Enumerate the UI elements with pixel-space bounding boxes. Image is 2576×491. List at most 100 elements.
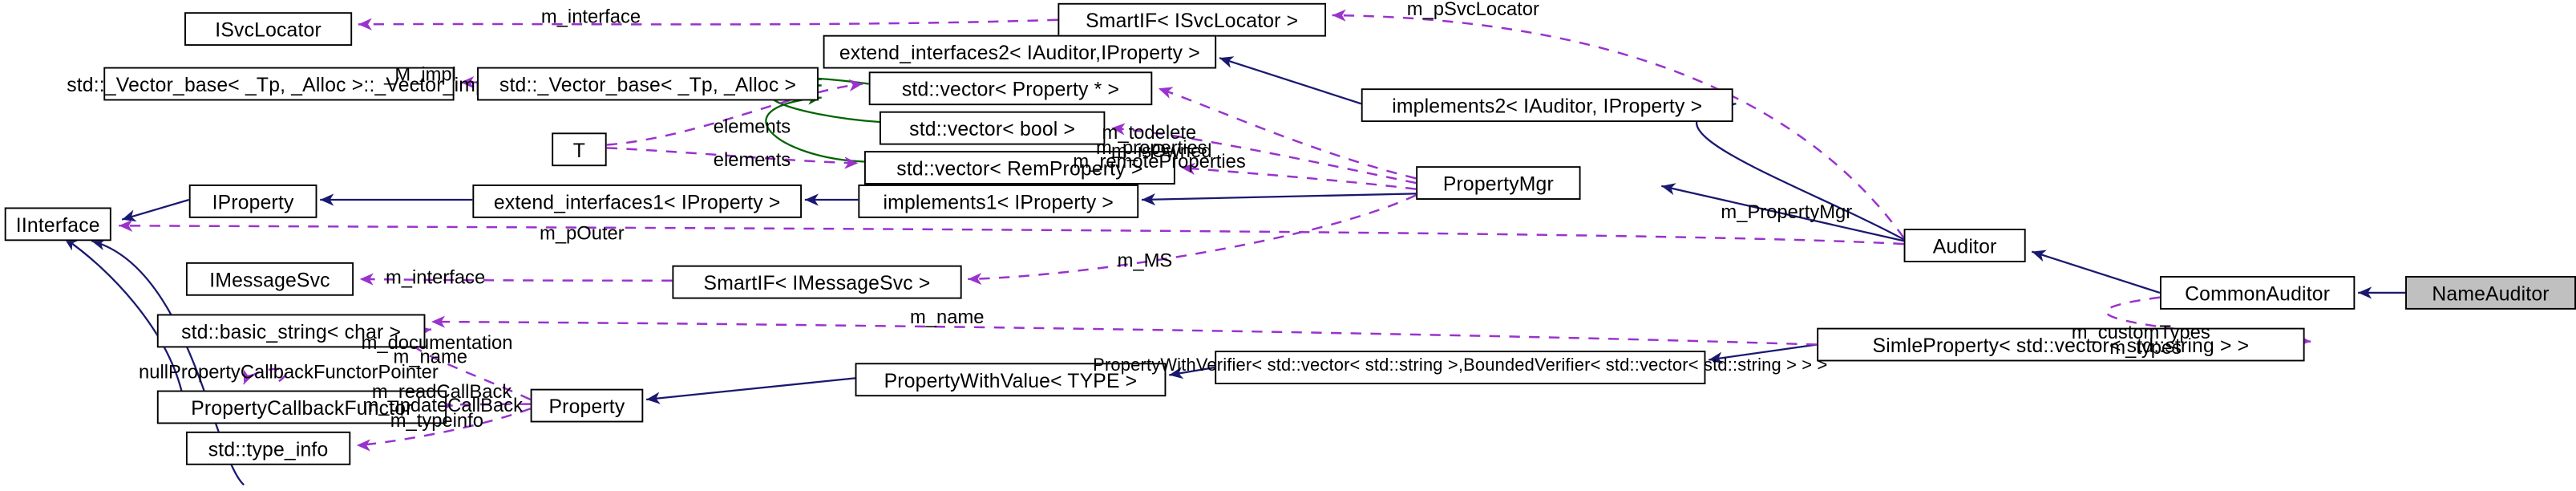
node-label: Property <box>548 394 625 417</box>
node-implements1[interactable]: implements1< IProperty > <box>858 184 1139 218</box>
node-label: PropertyMgr <box>1442 171 1554 195</box>
node-propertywithverifier[interactable]: PropertyWithVerifier< std::vector< std::… <box>1093 351 1827 384</box>
edge-label-m-customtypes: m_customTypes <box>2072 323 2210 343</box>
edge-label-m-name: m_name <box>910 306 985 328</box>
node-label: SmartIF< IMessageSvc > <box>703 270 931 294</box>
node-label: SimleProperty< std::vector< std::string … <box>1872 333 2250 356</box>
node-propertywithvalue[interactable]: PropertyWithValue< TYPE > <box>855 363 1167 397</box>
node-vector-remproperty[interactable]: std::vector< RemProperty > <box>863 151 1175 185</box>
node-label: implements2< IAuditor, IProperty > <box>1392 93 1703 117</box>
edge-label-text: elements <box>713 116 791 138</box>
node-iproperty[interactable]: IProperty <box>188 184 317 218</box>
node-implements2[interactable]: implements2< IAuditor, IProperty > <box>1361 88 1733 123</box>
edge-inh-iproperty-iinterface <box>121 198 190 222</box>
edge-label-m-propertymgr: m_PropertyMgr <box>1721 201 1853 223</box>
edge-label-m-typeinfo: m_typeinfo <box>390 411 483 432</box>
edge-label-text: m_remoteProperties <box>1073 151 1246 172</box>
edge-label-m-pouter: m_pOuter <box>540 222 625 245</box>
edge-label-m-properties: m_properties <box>1095 137 1207 159</box>
edge-use-m-interface-isvclocator <box>358 18 1058 30</box>
node-label: IMessageSvc <box>209 267 330 291</box>
node-extend-interfaces1[interactable]: extend_interfaces1< IProperty > <box>472 184 803 218</box>
edge-label-text: m_name <box>393 346 467 368</box>
edge-label-m-isowned: m_isOwned <box>1110 140 1212 162</box>
node-property[interactable]: Property <box>530 388 644 423</box>
edge-label-text: m_properties <box>1095 137 1207 159</box>
node-label: IInterface <box>15 213 100 236</box>
node-template-param-t[interactable]: T <box>552 132 607 167</box>
node-propertycallbackfunctor[interactable]: PropertyCallbackFunctor <box>156 390 447 424</box>
node-simpleproperty[interactable]: SimleProperty< std::vector< std::string … <box>1817 327 2305 362</box>
node-type-info[interactable]: std::type_info <box>185 431 351 465</box>
edge-label-text: _M_impl <box>384 63 456 86</box>
edge-label-text: m_types <box>2109 337 2182 359</box>
edge-label-text: nullPropertyCallbackFunctorPointer <box>139 361 439 383</box>
edge-label-text: m_pOuter <box>540 222 625 245</box>
node-label: Auditor <box>1932 233 1997 258</box>
edge-label-null-functor-pointer: nullPropertyCallbackFunctorPointer <box>139 361 439 383</box>
edge-label-text: m_interface <box>540 6 641 28</box>
node-vector-property-ptr[interactable]: std::vector< Property * > <box>868 71 1153 106</box>
node-label: std::vector< RemProperty > <box>896 156 1143 180</box>
node-label: std::vector< Property * > <box>901 76 1120 100</box>
node-auditor[interactable]: Auditor <box>1903 229 2026 262</box>
node-smartif-imessagesvc[interactable]: SmartIF< IMessageSvc > <box>672 265 962 299</box>
edge-label-m-impl: _M_impl <box>384 63 456 86</box>
edge-label-m-name-2: m_name <box>394 347 467 367</box>
node-commonauditor[interactable]: CommonAuditor <box>2159 276 2356 310</box>
node-isvclocator[interactable]: ISvcLocator <box>184 12 353 47</box>
edge-label-text: m_readCallBack <box>371 381 512 403</box>
node-label: extend_interfaces2< IAuditor,IProperty > <box>839 40 1200 63</box>
node-smartif-isvclocator[interactable]: SmartIF< ISvcLocator > <box>1057 2 1327 37</box>
edge-inh-withvalue-property <box>645 377 855 404</box>
edge-label-m-interface-bottom: m_interface <box>385 266 486 289</box>
node-extend-interfaces2[interactable]: extend_interfaces2< IAuditor,IProperty > <box>823 34 1217 69</box>
node-label: ISvcLocator <box>215 17 321 41</box>
edge-inh-implements2-ext2 <box>1219 56 1362 105</box>
edge-label-m-documentation: m_documentation <box>361 332 513 354</box>
edge-label-m-updatecallback: m_updateCallBack <box>362 396 522 416</box>
edge-label-text: m_pSvcLocator <box>1406 0 1539 20</box>
node-label: PropertyCallbackFunctor <box>191 396 413 419</box>
node-label: PropertyWithValue< TYPE > <box>884 368 1138 392</box>
edge-label-text: m_isOwned <box>1110 140 1212 162</box>
node-iinterface[interactable]: IInterface <box>4 207 111 241</box>
node-label: std::type_info <box>208 436 329 461</box>
edge-use-m-pouter-iinterface <box>119 219 1904 246</box>
edge-label-m-remoteproperties: m_remoteProperties <box>1073 152 1245 172</box>
node-nameauditor[interactable]: NameAuditor <box>2405 276 2576 310</box>
edge-label-m-todelete: m_todelete <box>1102 122 1197 144</box>
node-label: NameAuditor <box>2432 281 2550 305</box>
edge-label-elements-1: elements <box>713 116 791 138</box>
edge-label-text: m_customTypes <box>2071 322 2210 343</box>
edge-inh-commonauditor-auditor <box>2031 250 2161 294</box>
edge-label-m-ms: m_MS <box>1117 250 1173 272</box>
node-label: std::vector< bool > <box>909 116 1076 140</box>
node-vector-base[interactable]: std::_Vector_base< _Tp, _Alloc > <box>477 67 819 101</box>
node-vector-bool[interactable]: std::vector< bool > <box>879 111 1106 145</box>
edge-label-text: m_MS <box>1117 250 1173 272</box>
edge-inh-propertymgr-impl1 <box>1141 193 1417 206</box>
node-imessagesvc[interactable]: IMessageSvc <box>185 262 354 296</box>
edge-label-elements-2: elements <box>713 149 791 171</box>
node-label: std::basic_string< char > <box>181 319 402 343</box>
edge-label-m-psvclocator: m_pSvcLocator <box>1407 0 1539 20</box>
edge-label-text: m_documentation <box>361 332 513 354</box>
edge-label-text: m_interface <box>385 266 486 289</box>
edge-label-text: m_todelete <box>1102 122 1197 144</box>
edge-label-m-interface-top: m_interface <box>540 6 641 28</box>
edge-label-text: elements <box>713 149 791 171</box>
edge-label-text: m_updateCallBack <box>362 395 523 416</box>
node-label: SmartIF< ISvcLocator > <box>1086 8 1299 31</box>
node-propertymgr[interactable]: PropertyMgr <box>1416 166 1581 200</box>
node-basic-string[interactable]: std::basic_string< char > <box>156 314 426 348</box>
edge-label-text: m_name <box>910 306 985 328</box>
edge-label-m-types: m_types <box>2109 337 2182 359</box>
node-vector-impl[interactable]: std::_Vector_base< _Tp, _Alloc >::_Vecto… <box>67 67 491 101</box>
node-label: T <box>572 138 586 161</box>
edge-label-text: m_PropertyMgr <box>1721 201 1853 223</box>
node-label: extend_interfaces1< IProperty > <box>493 189 781 213</box>
node-label: implements1< IProperty > <box>883 189 1114 213</box>
node-label: CommonAuditor <box>2185 281 2331 305</box>
